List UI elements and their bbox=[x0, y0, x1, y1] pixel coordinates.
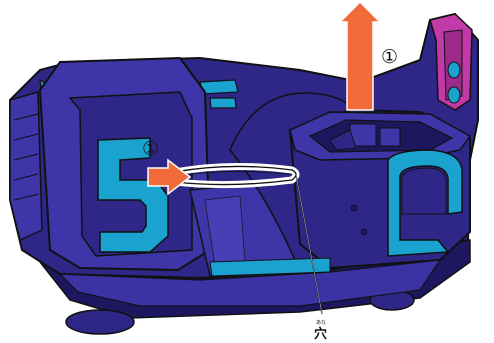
device-foot-left bbox=[66, 310, 134, 334]
magenta-button-2 bbox=[448, 87, 460, 103]
step-callout-top: ① bbox=[381, 46, 398, 68]
hole-label: 穴 bbox=[314, 326, 327, 342]
cyan-trim-mid bbox=[210, 98, 236, 108]
step-callout-left: ① bbox=[142, 138, 159, 160]
magenta-button-1 bbox=[448, 62, 460, 78]
hole-label-ruby: あな bbox=[316, 319, 326, 326]
